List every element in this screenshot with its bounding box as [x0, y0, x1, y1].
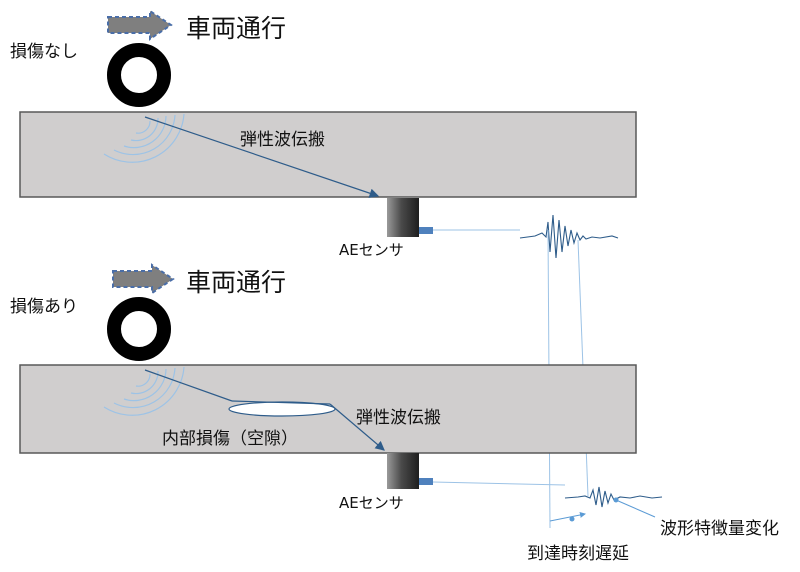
- traffic-arrow-icon: [107, 9, 173, 41]
- traffic-label: 車両通行: [186, 268, 287, 297]
- condition-label: 損傷あり: [10, 297, 78, 317]
- damage-label: 内部損傷（空隙）: [162, 429, 298, 449]
- propagation-path: [231, 400, 331, 405]
- wave-ripples: [103, 113, 185, 163]
- arrival-delay-label: 到達時刻遅延: [527, 544, 629, 564]
- scenario-damage: [19, 263, 663, 508]
- sensor-label: AEセンサ: [339, 241, 404, 259]
- feature-pointer: [615, 499, 656, 518]
- propagation-path: [144, 116, 380, 198]
- wave-ripples: [103, 366, 185, 416]
- sensor-label: AEセンサ: [339, 494, 404, 512]
- concrete-slab: [19, 364, 637, 454]
- traffic-arrow-icon: [112, 263, 175, 295]
- feature-dot: [613, 497, 619, 503]
- propagation-label: 弾性波伝搬: [356, 408, 441, 428]
- delay-dot: [569, 516, 575, 522]
- waveform-normal: [519, 214, 619, 259]
- propagation-path: [329, 403, 385, 451]
- wheel-icon: [107, 297, 171, 361]
- waveform-damaged: [564, 486, 663, 508]
- ae-sensor-icon: [387, 453, 433, 489]
- condition-label: 損傷なし: [10, 42, 78, 62]
- wheel-icon: [107, 43, 171, 107]
- signal-guide-line: [432, 481, 566, 486]
- ae-sensor-icon: [387, 198, 433, 237]
- traffic-label: 車両通行: [186, 14, 287, 43]
- delay-span-arrow: [549, 512, 586, 522]
- propagation-path: [144, 369, 233, 402]
- propagation-label: 弾性波伝搬: [240, 130, 325, 150]
- scenario-no-damage: [19, 9, 637, 259]
- concrete-slab: [19, 111, 637, 198]
- waveform-change-label: 波形特徴量変化: [660, 519, 779, 539]
